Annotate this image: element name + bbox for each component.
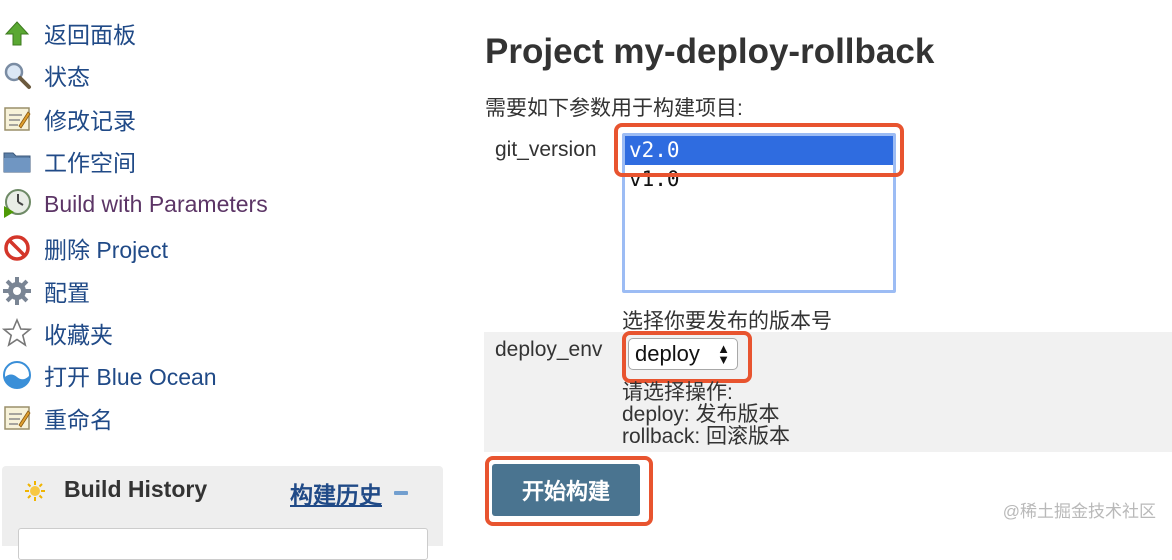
sidebar-item-label: 配置 [44, 280, 90, 306]
star-outline-icon [0, 317, 34, 349]
sidebar-item-label: 修改记录 [44, 108, 136, 134]
page-title: Project my-deploy-rollback [485, 32, 935, 71]
build-history-trend-link[interactable]: 构建历史 [290, 482, 382, 508]
sidebar-item-label: 返回面板 [44, 22, 136, 48]
sidebar-item-label: Build with Parameters [44, 190, 268, 217]
sidebar-item-favorite[interactable]: 收藏夹 [0, 313, 113, 353]
blue-ocean-icon [0, 359, 34, 391]
sidebar-item-label: 打开 Blue Ocean [44, 364, 217, 390]
deploy-env-description-line: 请选择操作: [622, 381, 733, 404]
sidebar-item-back-to-dashboard[interactable]: 返回面板 [0, 13, 136, 53]
clock-play-icon [0, 188, 34, 220]
sidebar: 返回面板 状态 修改记录 工作空间 Build with Parameters … [0, 0, 450, 560]
select-arrows-icon: ▲▼ [717, 341, 730, 367]
git-version-listbox[interactable]: v2.0 v1.0 [622, 133, 896, 293]
build-history-panel: Build History 构建历史 [2, 466, 443, 560]
gear-icon [0, 275, 34, 307]
sidebar-item-label: 收藏夹 [44, 322, 113, 348]
sidebar-item-label: 状态 [44, 64, 90, 90]
git-version-option[interactable]: v2.0 [625, 136, 893, 165]
build-history-filter-input[interactable] [18, 528, 428, 560]
sidebar-item-delete-project[interactable]: 删除 Project [0, 228, 168, 268]
deploy-env-description-line: deploy: 发布版本 [622, 403, 780, 426]
highlight-box [485, 456, 653, 526]
deploy-env-description-line: rollback: 回滚版本 [622, 425, 791, 448]
sun-icon [24, 480, 46, 507]
build-button[interactable]: 开始构建 [492, 464, 640, 516]
build-history-title: Build History [64, 476, 208, 502]
deploy-env-label: deploy_env [495, 338, 603, 361]
git-version-label: git_version [495, 138, 597, 161]
git-version-description: 选择你要发布的版本号 [622, 310, 832, 333]
watermark: @稀土掘金技术社区 [1002, 502, 1156, 521]
no-entry-icon [0, 232, 34, 264]
magnifier-icon [0, 59, 34, 91]
main-content: Project my-deploy-rollback 需要如下参数用于构建项目:… [470, 0, 1172, 536]
sidebar-item-workspace[interactable]: 工作空间 [0, 141, 136, 181]
highlight-box [622, 331, 752, 383]
deploy-env-select[interactable]: deploy ▲▼ [628, 338, 738, 370]
sidebar-item-configure[interactable]: 配置 [0, 271, 90, 311]
green-up-arrow-icon [0, 17, 34, 49]
deploy-env-description: 请选择操作: deploy: 发布版本 rollback: 回滚版本 [622, 382, 790, 448]
sidebar-item-label: 工作空间 [44, 150, 136, 176]
sidebar-item-rename[interactable]: 重命名 [0, 398, 113, 438]
deploy-env-selected-value: deploy [635, 341, 700, 366]
sidebar-item-label: 重命名 [44, 407, 113, 433]
deploy-env-row [484, 332, 1172, 452]
parameters-intro: 需要如下参数用于构建项目: [485, 97, 743, 120]
highlight-box [614, 123, 904, 177]
sidebar-item-changes[interactable]: 修改记录 [0, 99, 136, 139]
notepad-icon [0, 402, 34, 434]
sidebar-item-open-blue-ocean[interactable]: 打开 Blue Ocean [0, 355, 217, 395]
notepad-icon [0, 103, 34, 135]
git-version-option[interactable]: v1.0 [629, 167, 680, 191]
sidebar-item-label: 删除 Project [44, 237, 168, 263]
folder-icon [0, 145, 34, 177]
sidebar-item-build-with-parameters[interactable]: Build with Parameters [0, 184, 268, 224]
minus-icon[interactable] [394, 491, 408, 495]
sidebar-item-status[interactable]: 状态 [0, 55, 90, 95]
